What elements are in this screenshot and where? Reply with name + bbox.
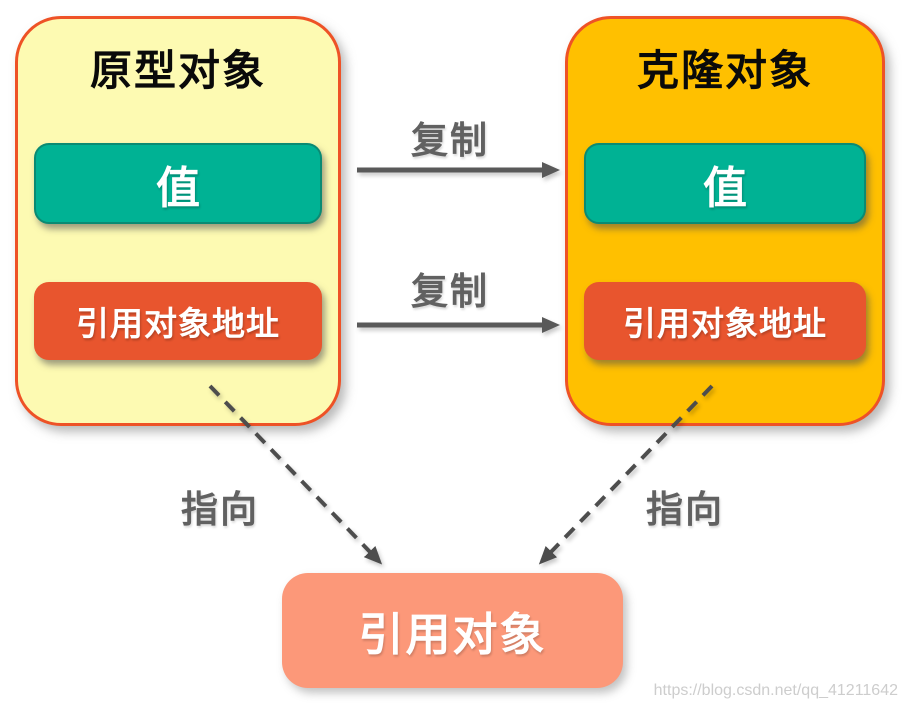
prototype-value-box: 值 [34,143,322,224]
reference-object-box: 引用对象 [282,573,623,688]
prototype-address-box: 引用对象地址 [34,282,322,360]
reference-object-label: 引用对象 [358,609,547,660]
clone-value-label: 值 [703,163,747,213]
prototype-object-title: 原型对象 [89,47,266,94]
watermark: https://blog.csdn.net/qq_41211642 [653,682,898,699]
prototype-value-label: 值 [156,163,200,213]
copy-label-bottom: 复制 [411,271,489,312]
copy-label-top: 复制 [411,120,489,161]
clone-address-label: 引用对象地址 [623,305,827,342]
prototype-address-label: 引用对象地址 [76,305,280,342]
clone-value-box: 值 [584,143,866,224]
clone-object-box: 克隆对象 值 引用对象地址 [565,16,885,426]
prototype-object-box: 原型对象 值 引用对象地址 [15,16,341,426]
point-label-left: 指向 [181,489,259,530]
clone-address-box: 引用对象地址 [584,282,866,360]
point-label-right: 指向 [646,489,724,530]
clone-object-title: 克隆对象 [636,47,813,94]
